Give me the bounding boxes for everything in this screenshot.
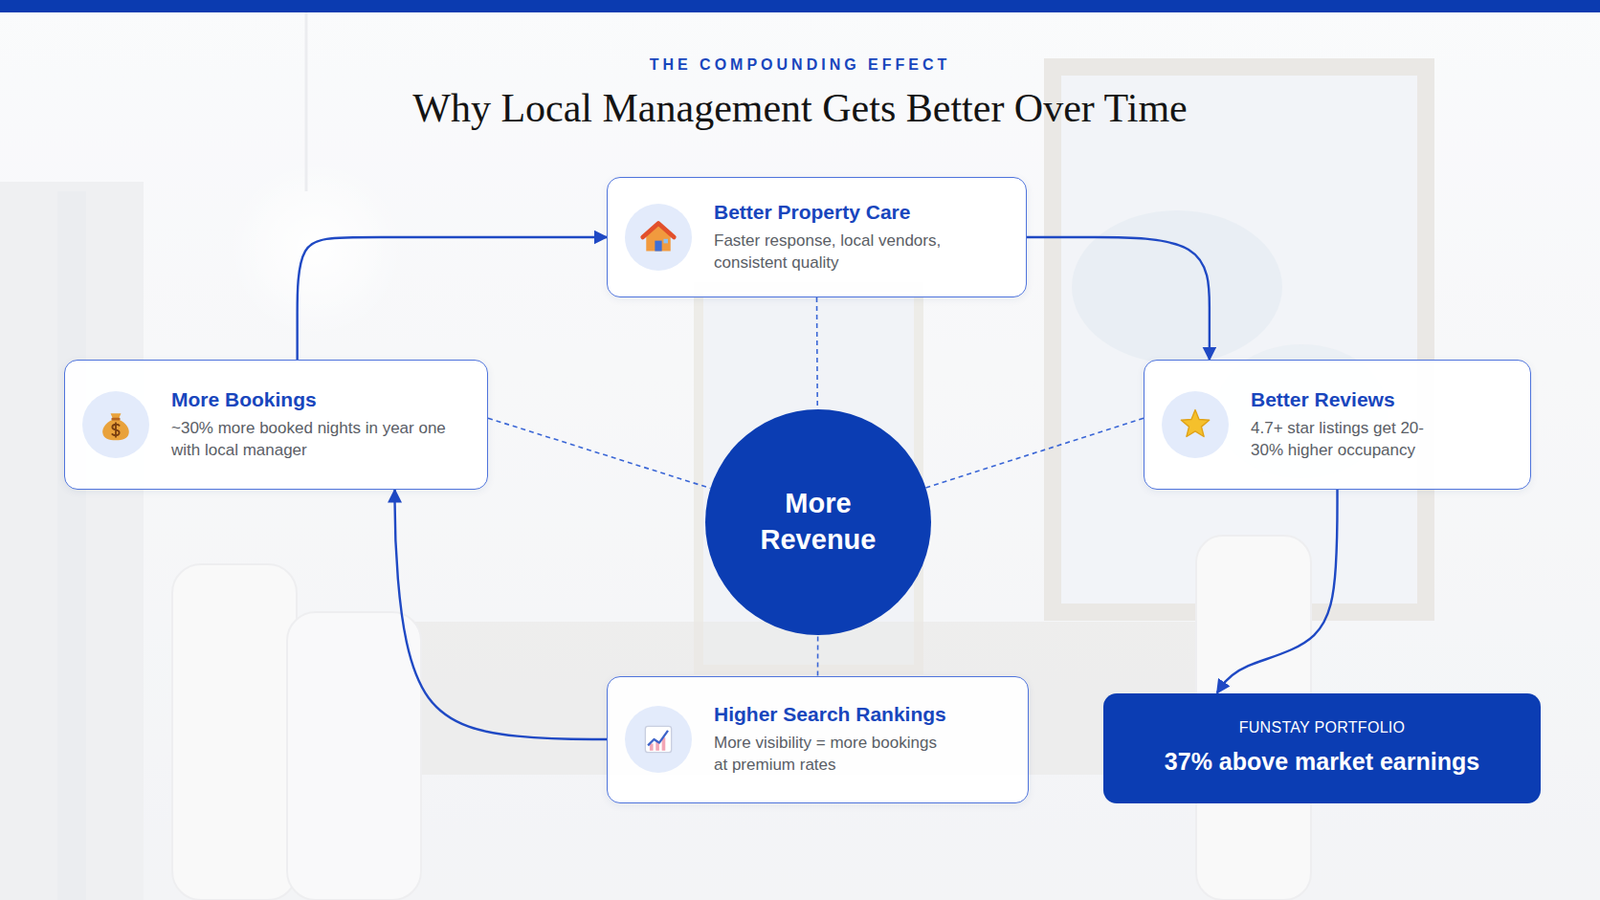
node-body: More visibility = more bookings at premi… — [713, 733, 946, 778]
node-heading: Higher Search Rankings — [713, 702, 1013, 728]
hub-circle: More Revenue — [705, 409, 932, 636]
process-box: More Bookings ~30% more booked nights in … — [64, 359, 489, 490]
flow-arrow — [1217, 489, 1338, 694]
dashed-link — [816, 297, 819, 410]
eyebrow-label: THE COMPOUNDING EFFECT — [0, 55, 1600, 74]
icon — [96, 405, 135, 445]
icon-glyph — [1180, 410, 1209, 438]
icon — [639, 720, 678, 759]
banner-value: 37% above market earnings — [1164, 746, 1480, 778]
top-bar — [0, 0, 1600, 13]
icon-badge — [624, 706, 692, 774]
dashed-link — [817, 635, 820, 677]
flow-arrow — [395, 489, 607, 740]
banner-heading: FUNSTAY PORTFOLIO — [1239, 718, 1406, 739]
process-box: Better Property CareFaster response, loc… — [606, 177, 1027, 298]
process-box: Better Reviews 4.7+ star listings get 20-… — [1143, 359, 1532, 490]
flow-arrow — [1026, 237, 1210, 360]
icon — [1176, 405, 1215, 445]
node-body: 4.7+ star listings get 20-30% higher occ… — [1250, 418, 1447, 463]
icon-glyph — [643, 222, 675, 251]
node-body: Faster response, local vendors, consiste… — [713, 230, 1011, 275]
icon-badge — [624, 203, 692, 271]
text-column: Better Property CareFaster response, loc… — [713, 200, 1011, 275]
node-body: ~30% more booked nights in year one with… — [171, 418, 472, 463]
dashed-link — [925, 418, 1144, 489]
icon-badge — [82, 391, 150, 459]
icon-glyph — [644, 726, 671, 753]
text-column: Higher Search RankingsMore visibility = … — [713, 702, 1013, 778]
node-heading: More Bookings — [171, 387, 472, 413]
process-box: Higher Search RankingsMore visibility = … — [606, 676, 1029, 804]
result-banner: FUNSTAY PORTFOLIO 37% above market earnin… — [1103, 693, 1541, 804]
dashed-link — [488, 418, 711, 489]
icon-glyph — [102, 413, 130, 441]
hub-text: More Revenue — [741, 486, 895, 558]
node-heading: Better Property Care — [713, 200, 1011, 225]
text-column: Better Reviews 4.7+ star listings get 20-… — [1250, 387, 1515, 463]
icon — [639, 218, 678, 257]
flow-arrow — [297, 237, 607, 360]
text-column: More Bookings ~30% more booked nights in … — [171, 387, 472, 463]
diagram-title: Why Local Management Gets Better Over Ti… — [0, 85, 1600, 132]
node-heading: Better Reviews — [1250, 387, 1515, 413]
icon-badge — [1161, 391, 1229, 459]
